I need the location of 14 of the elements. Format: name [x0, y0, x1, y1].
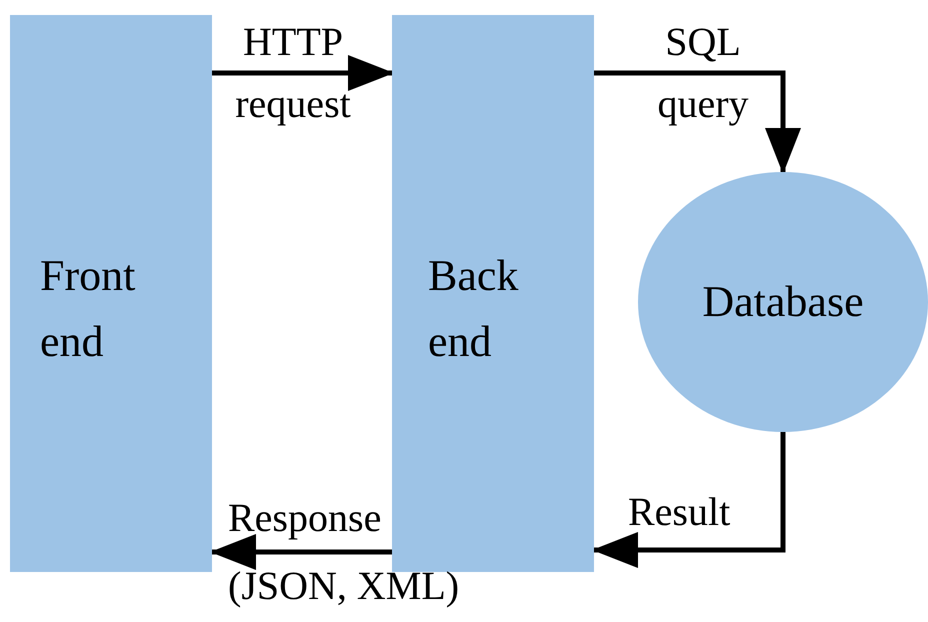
arrow: [212, 55, 394, 91]
edge-label: SQL query: [656, 18, 750, 128]
node-label: Database: [701, 276, 865, 328]
edge-label: Response (JSON, XML): [228, 494, 460, 610]
node-label: Back end: [428, 250, 520, 368]
database-ellipse: [638, 172, 928, 432]
edge-label: HTTP request: [234, 18, 352, 128]
arrow: [592, 432, 786, 568]
tier-box: [10, 15, 212, 572]
node-label: Front end: [40, 250, 136, 368]
edge-label: Result: [628, 488, 732, 536]
tier-box: [392, 15, 594, 572]
arrow: [594, 70, 801, 174]
arrow: [210, 534, 392, 570]
